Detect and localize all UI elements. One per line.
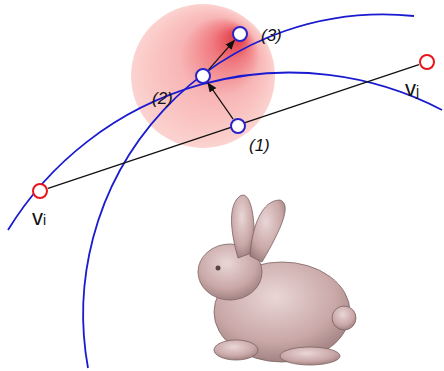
edge-line [48, 65, 419, 189]
sample-node [195, 68, 211, 84]
vertex-node [419, 54, 435, 70]
step-arrow [209, 40, 235, 69]
search-region [131, 4, 275, 148]
outer-arc [8, 73, 442, 230]
vertex-label: vj [405, 78, 419, 100]
bunny-model [198, 195, 356, 365]
sample-node [232, 26, 248, 42]
vertex-node [32, 183, 48, 199]
step-label: (3) [261, 27, 282, 44]
step-arrow [208, 83, 233, 119]
vertex-label: vi [32, 207, 46, 229]
sample-node [230, 118, 246, 134]
step-label: (1) [249, 137, 270, 154]
inner-arc [83, 14, 414, 368]
step-label: (2) [152, 90, 173, 107]
